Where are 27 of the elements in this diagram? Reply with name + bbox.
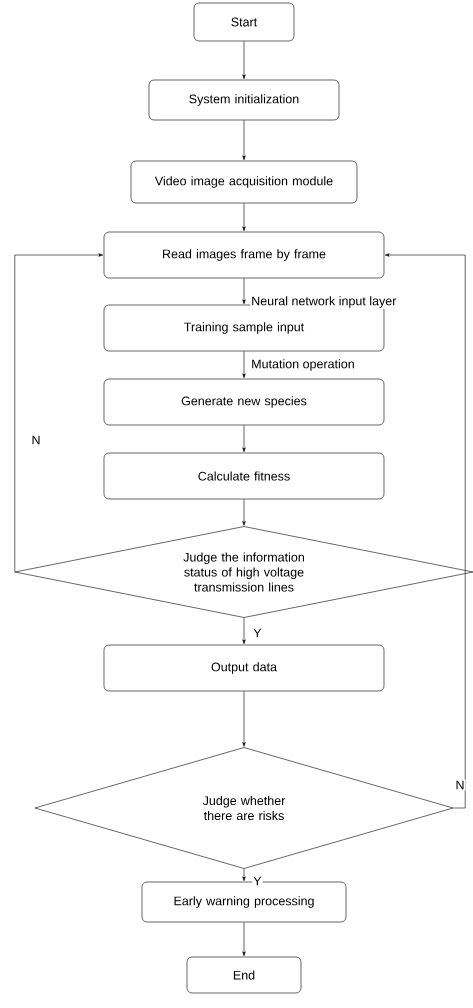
arrow (242, 922, 246, 957)
arrow (384, 253, 466, 809)
arrow (242, 203, 246, 232)
arrow (242, 425, 246, 453)
arrow (242, 499, 246, 526)
edge-label: N (30, 434, 42, 446)
edge-label: N (454, 779, 466, 791)
arrow (242, 617, 246, 645)
edge-label: Mutation operation (250, 358, 356, 372)
edge-label: Y (252, 875, 263, 887)
process-box: Calculate fitness (103, 452, 385, 500)
process-box: Video image acquisition module (130, 160, 358, 204)
process-box: Output data (103, 644, 385, 692)
arrow (242, 278, 246, 305)
arrow (242, 868, 246, 882)
process-box: Start (193, 2, 295, 42)
process-box: System initialization (148, 79, 340, 121)
arrow (242, 691, 246, 747)
process-box: Generate new species (103, 378, 385, 426)
edge-label: Y (252, 627, 263, 639)
edge-label: Neural network input layer (250, 295, 398, 309)
process-box: End (186, 956, 302, 994)
process-box: Read images frame by frame (103, 231, 385, 279)
arrow (14, 253, 104, 573)
arrow (242, 120, 246, 161)
arrow (242, 41, 246, 80)
arrow (242, 351, 246, 379)
